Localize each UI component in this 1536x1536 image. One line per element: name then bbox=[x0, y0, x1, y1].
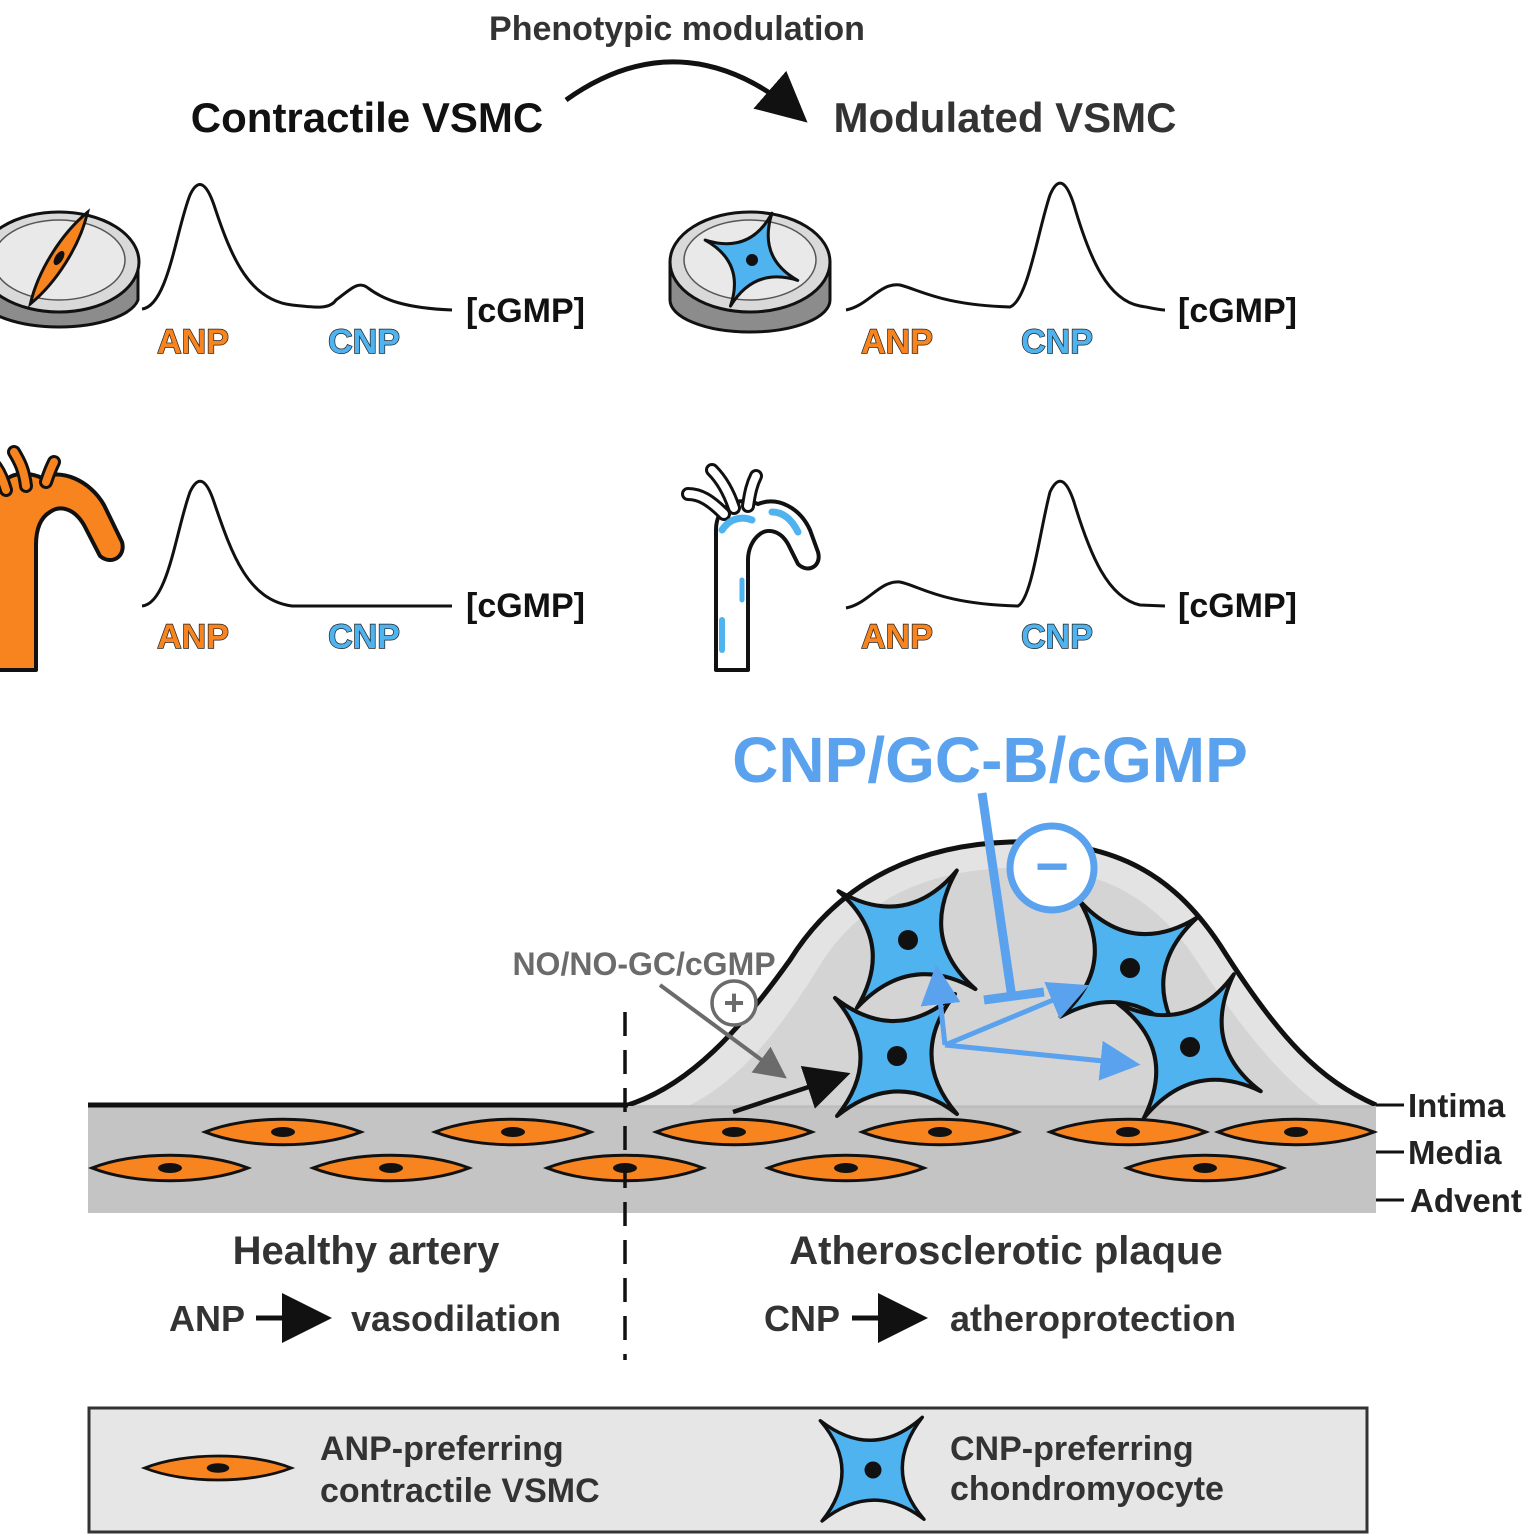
left-column-title: Contractile VSMC bbox=[191, 94, 543, 141]
modulation-label: Phenotypic modulation bbox=[489, 10, 865, 48]
cnp-peak-label: CNP bbox=[1021, 618, 1093, 656]
anp-peak-label: ANP bbox=[157, 618, 229, 656]
legend-contractile-icon bbox=[140, 1454, 296, 1482]
minus-sign: − bbox=[1035, 834, 1069, 899]
cgmp-curve-aorta-modulated bbox=[845, 479, 1166, 610]
cgmp-axis-label: [cGMP] bbox=[466, 292, 585, 330]
layer-label-media: Media bbox=[1408, 1134, 1502, 1171]
cnp-peak-label: CNP bbox=[1021, 323, 1093, 361]
aorta-contractile bbox=[0, 445, 125, 672]
plaque-effect: atheroprotection bbox=[950, 1298, 1236, 1339]
legend-contractile-line2: contractile VSMC bbox=[320, 1472, 600, 1510]
healthy-effect: vasodilation bbox=[351, 1298, 561, 1339]
cgmp-axis-label: [cGMP] bbox=[1178, 587, 1297, 625]
legend-chondro-line1: CNP-preferring bbox=[950, 1430, 1194, 1468]
cnp-pathway-title: CNP/GC-B/cGMP bbox=[732, 724, 1248, 796]
aorta-modulated bbox=[681, 463, 821, 672]
right-column-title: Modulated VSMC bbox=[834, 94, 1177, 141]
inhibition-stem bbox=[977, 792, 1017, 999]
legend-chondro-line2: chondromyocyte bbox=[950, 1470, 1224, 1508]
culture-dish-contractile bbox=[0, 208, 141, 329]
no-stimulation-symbol: + bbox=[710, 979, 758, 1027]
anp-peak-label: ANP bbox=[861, 618, 933, 656]
migration-arrow bbox=[732, 1065, 851, 1115]
blocked-migration-arrows bbox=[920, 964, 1141, 1081]
inhibition-symbol: − bbox=[1006, 822, 1098, 914]
plaque-agent: CNP bbox=[764, 1298, 840, 1339]
cnp-peak-label: CNP bbox=[328, 323, 400, 361]
cgmp-curve-culture-contractile bbox=[141, 183, 453, 312]
cgmp-axis-label: [cGMP] bbox=[466, 587, 585, 625]
cnp-peak-label: CNP bbox=[328, 618, 400, 656]
legend-contractile-line1: ANP-preferring bbox=[320, 1430, 564, 1468]
legend-chondromyocyte-icon bbox=[818, 1415, 926, 1523]
cgmp-axis-label: [cGMP] bbox=[1178, 292, 1297, 330]
legend: ANP-preferring contractile VSMC CNP-pref… bbox=[87, 1406, 1369, 1534]
inhibition-bar bbox=[983, 987, 1045, 1005]
plaque-title: Atherosclerotic plaque bbox=[789, 1229, 1222, 1273]
layer-label-intima: Intima bbox=[1408, 1087, 1506, 1124]
anp-peak-label: ANP bbox=[861, 323, 933, 361]
legend-box bbox=[87, 1406, 1369, 1534]
no-pathway-arrow bbox=[658, 983, 787, 1079]
modulated-cell-icon bbox=[703, 211, 800, 308]
anp-peak-label: ANP bbox=[157, 323, 229, 361]
plus-sign: + bbox=[723, 982, 744, 1023]
layer-label-advent: Advent bbox=[1410, 1182, 1522, 1219]
cgmp-curve-culture-modulated bbox=[845, 181, 1166, 312]
modulation-arrow bbox=[564, 59, 808, 123]
cgmp-curve-aorta-contractile bbox=[141, 479, 452, 608]
healthy-artery-title: Healthy artery bbox=[233, 1229, 501, 1273]
no-pathway-label: NO/NO-GC/cGMP bbox=[512, 946, 775, 982]
healthy-agent: ANP bbox=[169, 1298, 245, 1339]
culture-dish-modulated bbox=[668, 210, 832, 334]
contractile-cell-icon bbox=[27, 208, 91, 308]
